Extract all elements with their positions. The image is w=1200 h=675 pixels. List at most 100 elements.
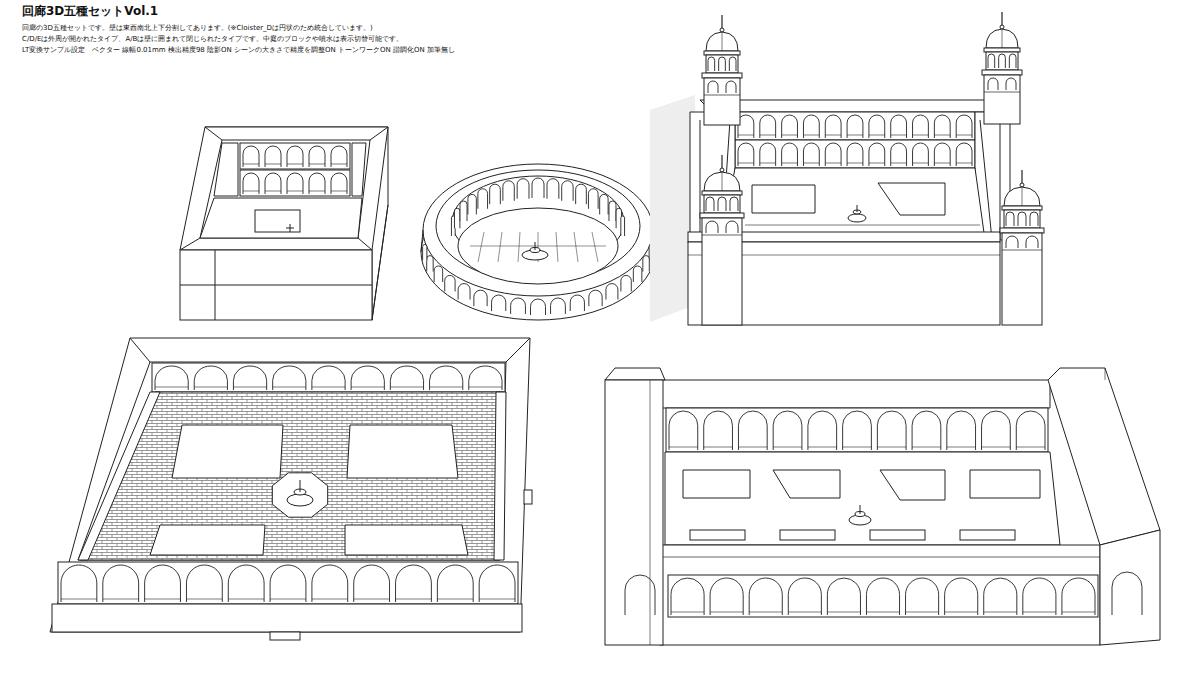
line-art	[309, 146, 325, 167]
line-art	[240, 170, 350, 196]
line-art	[478, 189, 488, 209]
line-art	[970, 470, 1040, 498]
line-art	[270, 565, 306, 602]
line-art	[866, 612, 899, 613]
line-art	[468, 194, 476, 214]
line-art	[78, 392, 160, 560]
line-art	[331, 191, 347, 192]
line-art	[1000, 25, 1004, 29]
line-art	[706, 197, 714, 211]
line-art	[912, 411, 941, 450]
line-art	[913, 115, 929, 138]
line-art	[745, 225, 980, 226]
line-art	[605, 368, 665, 380]
line-art	[913, 163, 929, 164]
line-art	[945, 612, 978, 613]
line-art	[870, 530, 925, 540]
line-art	[956, 143, 972, 166]
line-art	[287, 494, 313, 506]
line-art	[551, 298, 566, 314]
line-art	[1000, 120, 1001, 240]
line-art	[609, 201, 616, 221]
line-art	[287, 146, 303, 167]
line-art	[180, 285, 372, 286]
line-art	[233, 366, 266, 390]
line-art	[180, 127, 388, 250]
line-art	[460, 201, 467, 221]
line-art	[150, 525, 265, 555]
line-art	[145, 565, 181, 602]
line-art	[825, 115, 841, 138]
line-art	[671, 578, 704, 615]
line-art	[704, 447, 733, 448]
line-art	[782, 135, 798, 136]
line-art	[869, 135, 885, 136]
line-art	[180, 250, 372, 320]
line-art	[934, 143, 950, 166]
line-art	[61, 599, 97, 600]
line-art	[700, 213, 744, 218]
line-art	[589, 290, 602, 306]
line-art	[243, 191, 259, 192]
line-art	[735, 112, 975, 140]
line-art	[752, 185, 815, 213]
line-art	[1018, 212, 1026, 226]
line-art	[556, 232, 558, 262]
line-art	[708, 81, 718, 93]
line-art	[726, 221, 738, 233]
line-art	[423, 244, 427, 260]
line-art	[354, 565, 390, 602]
line-art	[706, 55, 738, 73]
line-art	[660, 545, 1100, 645]
line-art	[186, 565, 222, 602]
line-art	[808, 411, 837, 450]
line-art	[913, 143, 929, 166]
line-art	[848, 214, 866, 222]
line-art	[704, 78, 740, 125]
line-art	[788, 578, 821, 615]
line-art	[956, 163, 972, 164]
line-art	[666, 408, 1048, 452]
line-art	[760, 115, 776, 138]
line-art	[445, 275, 455, 291]
line-art	[1009, 54, 1016, 68]
line-art	[255, 210, 300, 232]
line-art	[984, 48, 1020, 52]
line-art	[706, 221, 718, 233]
line-art	[592, 232, 598, 262]
line-art	[1016, 411, 1045, 450]
line-art	[960, 530, 1015, 540]
line-art	[984, 578, 1017, 615]
line-art	[773, 411, 802, 450]
line-art	[1002, 206, 1042, 210]
line-art	[265, 191, 281, 192]
line-art	[704, 195, 740, 213]
line-art	[469, 387, 502, 388]
line-art	[287, 173, 303, 194]
line-art	[700, 100, 1000, 112]
line-art	[396, 565, 432, 602]
line-art	[803, 135, 819, 136]
line-art	[700, 120, 701, 240]
cloister-c-tower-model	[650, 12, 1044, 325]
line-art	[710, 612, 743, 613]
line-art	[788, 612, 821, 613]
line-art	[437, 565, 473, 602]
line-art	[825, 163, 841, 164]
line-art	[130, 338, 150, 362]
line-art	[1026, 236, 1038, 248]
line-art	[200, 198, 362, 238]
line-art	[621, 275, 631, 291]
line-art	[430, 387, 463, 388]
line-art	[773, 470, 840, 498]
line-art	[669, 447, 698, 448]
line-art	[494, 392, 506, 560]
line-art	[228, 599, 264, 600]
line-art	[186, 599, 222, 600]
line-art	[782, 115, 798, 138]
line-art	[665, 452, 1060, 545]
line-art	[518, 232, 520, 262]
line-art	[722, 168, 985, 240]
line-art	[947, 411, 976, 450]
line-art	[1022, 187, 1023, 206]
